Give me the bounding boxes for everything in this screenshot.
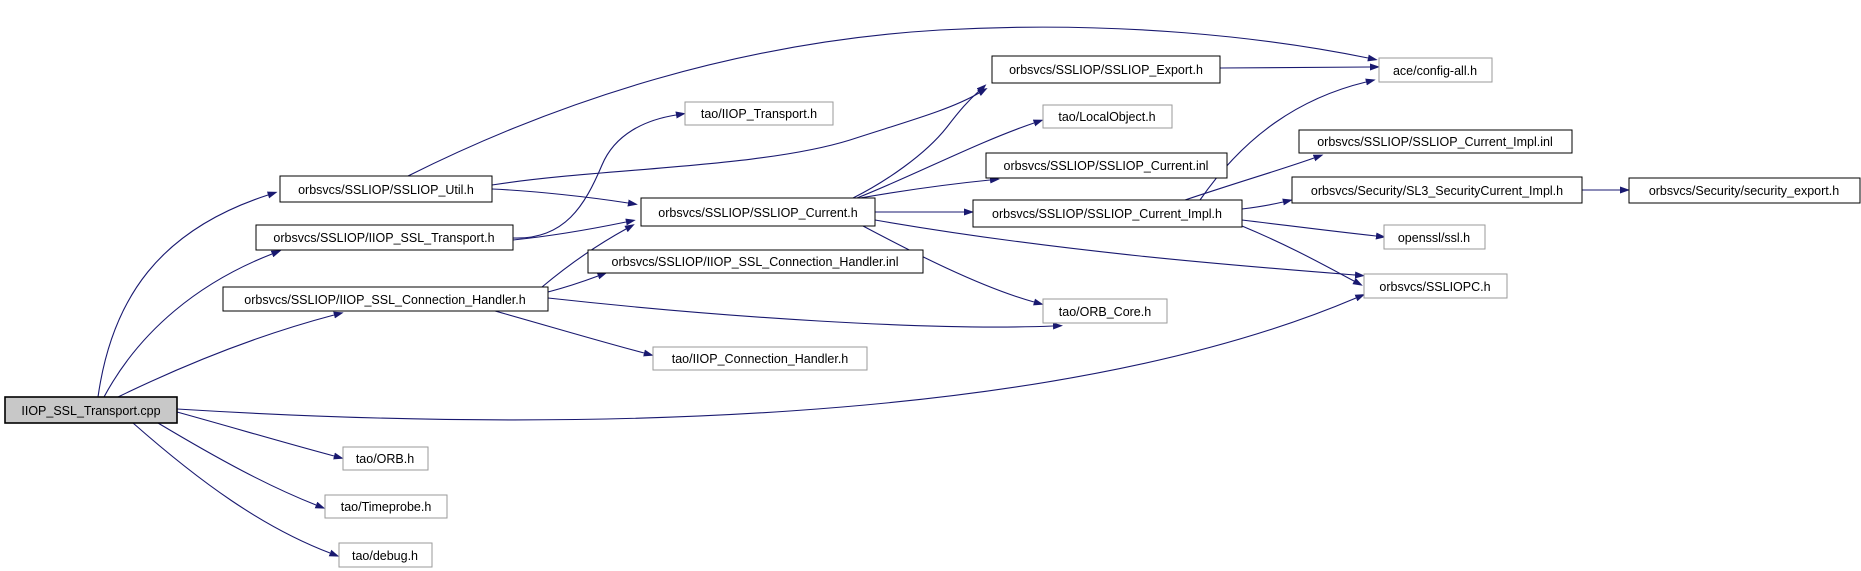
node-tao-debug-h[interactable]: tao/debug.h: [338, 542, 433, 568]
edge-conn-handler-to-iiop-conn-handler: [494, 310, 654, 357]
node-label: tao/LocalObject.h: [1058, 110, 1155, 124]
node-box: [1383, 224, 1486, 250]
node-label: orbsvcs/SSLIOP/SSLIOP_Current_Impl.h: [992, 207, 1222, 221]
edge-util-to-export: [491, 87, 988, 186]
node-box: [1291, 176, 1583, 204]
node-box: [338, 542, 433, 568]
node-box: [652, 346, 868, 371]
node-label: ace/config-all.h: [1393, 64, 1477, 78]
node-label: tao/ORB.h: [356, 452, 414, 466]
edge-util-to-current: [491, 188, 638, 207]
edge-cpp-to-debug: [132, 422, 340, 557]
node-box: [991, 55, 1221, 84]
edge-cpp-to-util: [97, 191, 278, 398]
node-label: tao/debug.h: [352, 549, 418, 563]
node-tao-iiop-connection-handler-h[interactable]: tao/IIOP_Connection_Handler.h: [652, 346, 868, 371]
node-box: [684, 101, 834, 126]
edge-current-to-ssliopc: [874, 219, 1365, 279]
node-ssliop-current-impl-inl[interactable]: orbsvcs/SSLIOP/SSLIOP_Current_Impl.inl: [1298, 129, 1573, 154]
edge-cpp-to-ssliopc: [176, 294, 1366, 421]
node-label: orbsvcs/Security/security_export.h: [1649, 184, 1839, 198]
node-label: IIOP_SSL_Transport.cpp: [21, 404, 160, 418]
node-box: [587, 249, 924, 274]
node-box: [972, 199, 1243, 228]
node-label: orbsvcs/SSLIOPC.h: [1379, 280, 1490, 294]
node-tao-iiop-transport-h[interactable]: tao/IIOP_Transport.h: [684, 101, 834, 126]
node-iiop-ssl-connection-handler-h[interactable]: orbsvcs/SSLIOP/IIOP_SSL_Connection_Handl…: [222, 286, 549, 312]
node-box: [255, 224, 514, 251]
node-ssliop-current-inl[interactable]: orbsvcs/SSLIOP/SSLIOP_Current.inl: [985, 152, 1228, 179]
node-label: orbsvcs/SSLIOP/SSLIOP_Current.h: [658, 206, 857, 220]
node-label: orbsvcs/SSLIOP/IIOP_SSL_Connection_Handl…: [612, 255, 899, 269]
node-label: openssl/ssl.h: [1398, 231, 1470, 245]
node-box: [279, 175, 493, 203]
node-ssliop-current-impl-h[interactable]: orbsvcs/SSLIOP/SSLIOP_Current_Impl.h: [972, 199, 1243, 228]
node-tao-timeprobe-h[interactable]: tao/Timeprobe.h: [324, 494, 448, 519]
node-label: tao/ORB_Core.h: [1059, 305, 1151, 319]
node-ssliop-export-h[interactable]: orbsvcs/SSLIOP/SSLIOP_Export.h: [991, 55, 1221, 84]
edge-conn-handler-to-current: [541, 224, 635, 288]
edge-conn-handler-to-inl: [547, 272, 608, 293]
node-label: orbsvcs/SSLIOP/SSLIOP_Current_Impl.inl: [1317, 135, 1553, 149]
edge-cpp-to-timeprobe: [157, 422, 326, 509]
node-box: [1378, 57, 1493, 83]
node-box: [222, 286, 549, 312]
node-openssl-ssl-h[interactable]: openssl/ssl.h: [1383, 224, 1486, 250]
node-label: orbsvcs/SSLIOP/IIOP_SSL_Transport.h: [273, 231, 494, 245]
edge-current-to-export: [852, 84, 987, 199]
node-box: [1363, 273, 1508, 299]
node-security-export-h[interactable]: orbsvcs/Security/security_export.h: [1628, 177, 1861, 204]
node-box: [985, 152, 1228, 179]
edge-current-to-orb-core: [862, 225, 1044, 306]
node-box: [342, 446, 429, 471]
node-ace-config-all-h[interactable]: ace/config-all.h: [1378, 57, 1493, 83]
edge-current-to-localobject: [856, 119, 1044, 199]
node-box: [1042, 298, 1168, 324]
node-box: [1628, 177, 1861, 204]
node-label: tao/IIOP_Connection_Handler.h: [672, 352, 849, 366]
edge-current-impl-to-ssliopc: [1241, 225, 1363, 286]
node-label: orbsvcs/SSLIOP/SSLIOP_Util.h: [298, 183, 474, 197]
node-box: [1298, 129, 1573, 154]
node-box: [4, 396, 178, 424]
node-label: tao/Timeprobe.h: [341, 500, 432, 514]
node-tao-orb-core-h[interactable]: tao/ORB_Core.h: [1042, 298, 1168, 324]
edge-cpp-to-orb: [176, 411, 344, 460]
edge-iiop-ssl-transport-to-iiop-transport: [512, 111, 686, 239]
edge-iiop-ssl-transport-to-current: [512, 218, 636, 241]
edges: [97, 26, 1630, 557]
edge-util-to-config-all: [407, 26, 1378, 177]
node-ssliop-current-h[interactable]: orbsvcs/SSLIOP/SSLIOP_Current.h: [640, 197, 876, 227]
node-box: [1042, 104, 1173, 129]
node-label: tao/IIOP_Transport.h: [701, 107, 817, 121]
edge-cpp-to-conn-handler: [117, 311, 344, 398]
node-iiop-ssl-connection-handler-inl[interactable]: orbsvcs/SSLIOP/IIOP_SSL_Connection_Handl…: [587, 249, 924, 274]
node-label: orbsvcs/SSLIOP/SSLIOP_Current.inl: [1004, 159, 1209, 173]
node-box: [640, 197, 876, 227]
edge-current-impl-to-sl3: [1241, 198, 1293, 210]
edge-current-impl-to-openssl: [1241, 219, 1386, 240]
edge-export-to-config-all: [1219, 63, 1380, 71]
node-label: orbsvcs/SSLIOP/IIOP_SSL_Connection_Handl…: [244, 293, 525, 307]
node-label: orbsvcs/Security/SL3_SecurityCurrent_Imp…: [1311, 184, 1563, 198]
node-ssliop-util-h[interactable]: orbsvcs/SSLIOP/SSLIOP_Util.h: [279, 175, 493, 203]
edge-current-to-current-inl: [859, 176, 1000, 199]
node-label: orbsvcs/SSLIOP/SSLIOP_Export.h: [1009, 63, 1203, 77]
node-iiop-ssl-transport-h[interactable]: orbsvcs/SSLIOP/IIOP_SSL_Transport.h: [255, 224, 514, 251]
node-sl3-securitycurrent-impl-h[interactable]: orbsvcs/Security/SL3_SecurityCurrent_Imp…: [1291, 176, 1583, 204]
node-iiop-ssl-transport-cpp[interactable]: IIOP_SSL_Transport.cpp: [4, 396, 178, 424]
edge-cpp-to-iiop-ssl-transport: [103, 250, 282, 398]
edge-conn-handler-to-orb-core: [547, 297, 1063, 330]
node-box: [324, 494, 448, 519]
nodes: IIOP_SSL_Transport.cpp orbsvcs/SSLIOP/SS…: [4, 55, 1861, 568]
node-tao-localobject-h[interactable]: tao/LocalObject.h: [1042, 104, 1173, 129]
node-tao-orb-h[interactable]: tao/ORB.h: [342, 446, 429, 471]
node-orbsvcs-ssliopc-h[interactable]: orbsvcs/SSLIOPC.h: [1363, 273, 1508, 299]
